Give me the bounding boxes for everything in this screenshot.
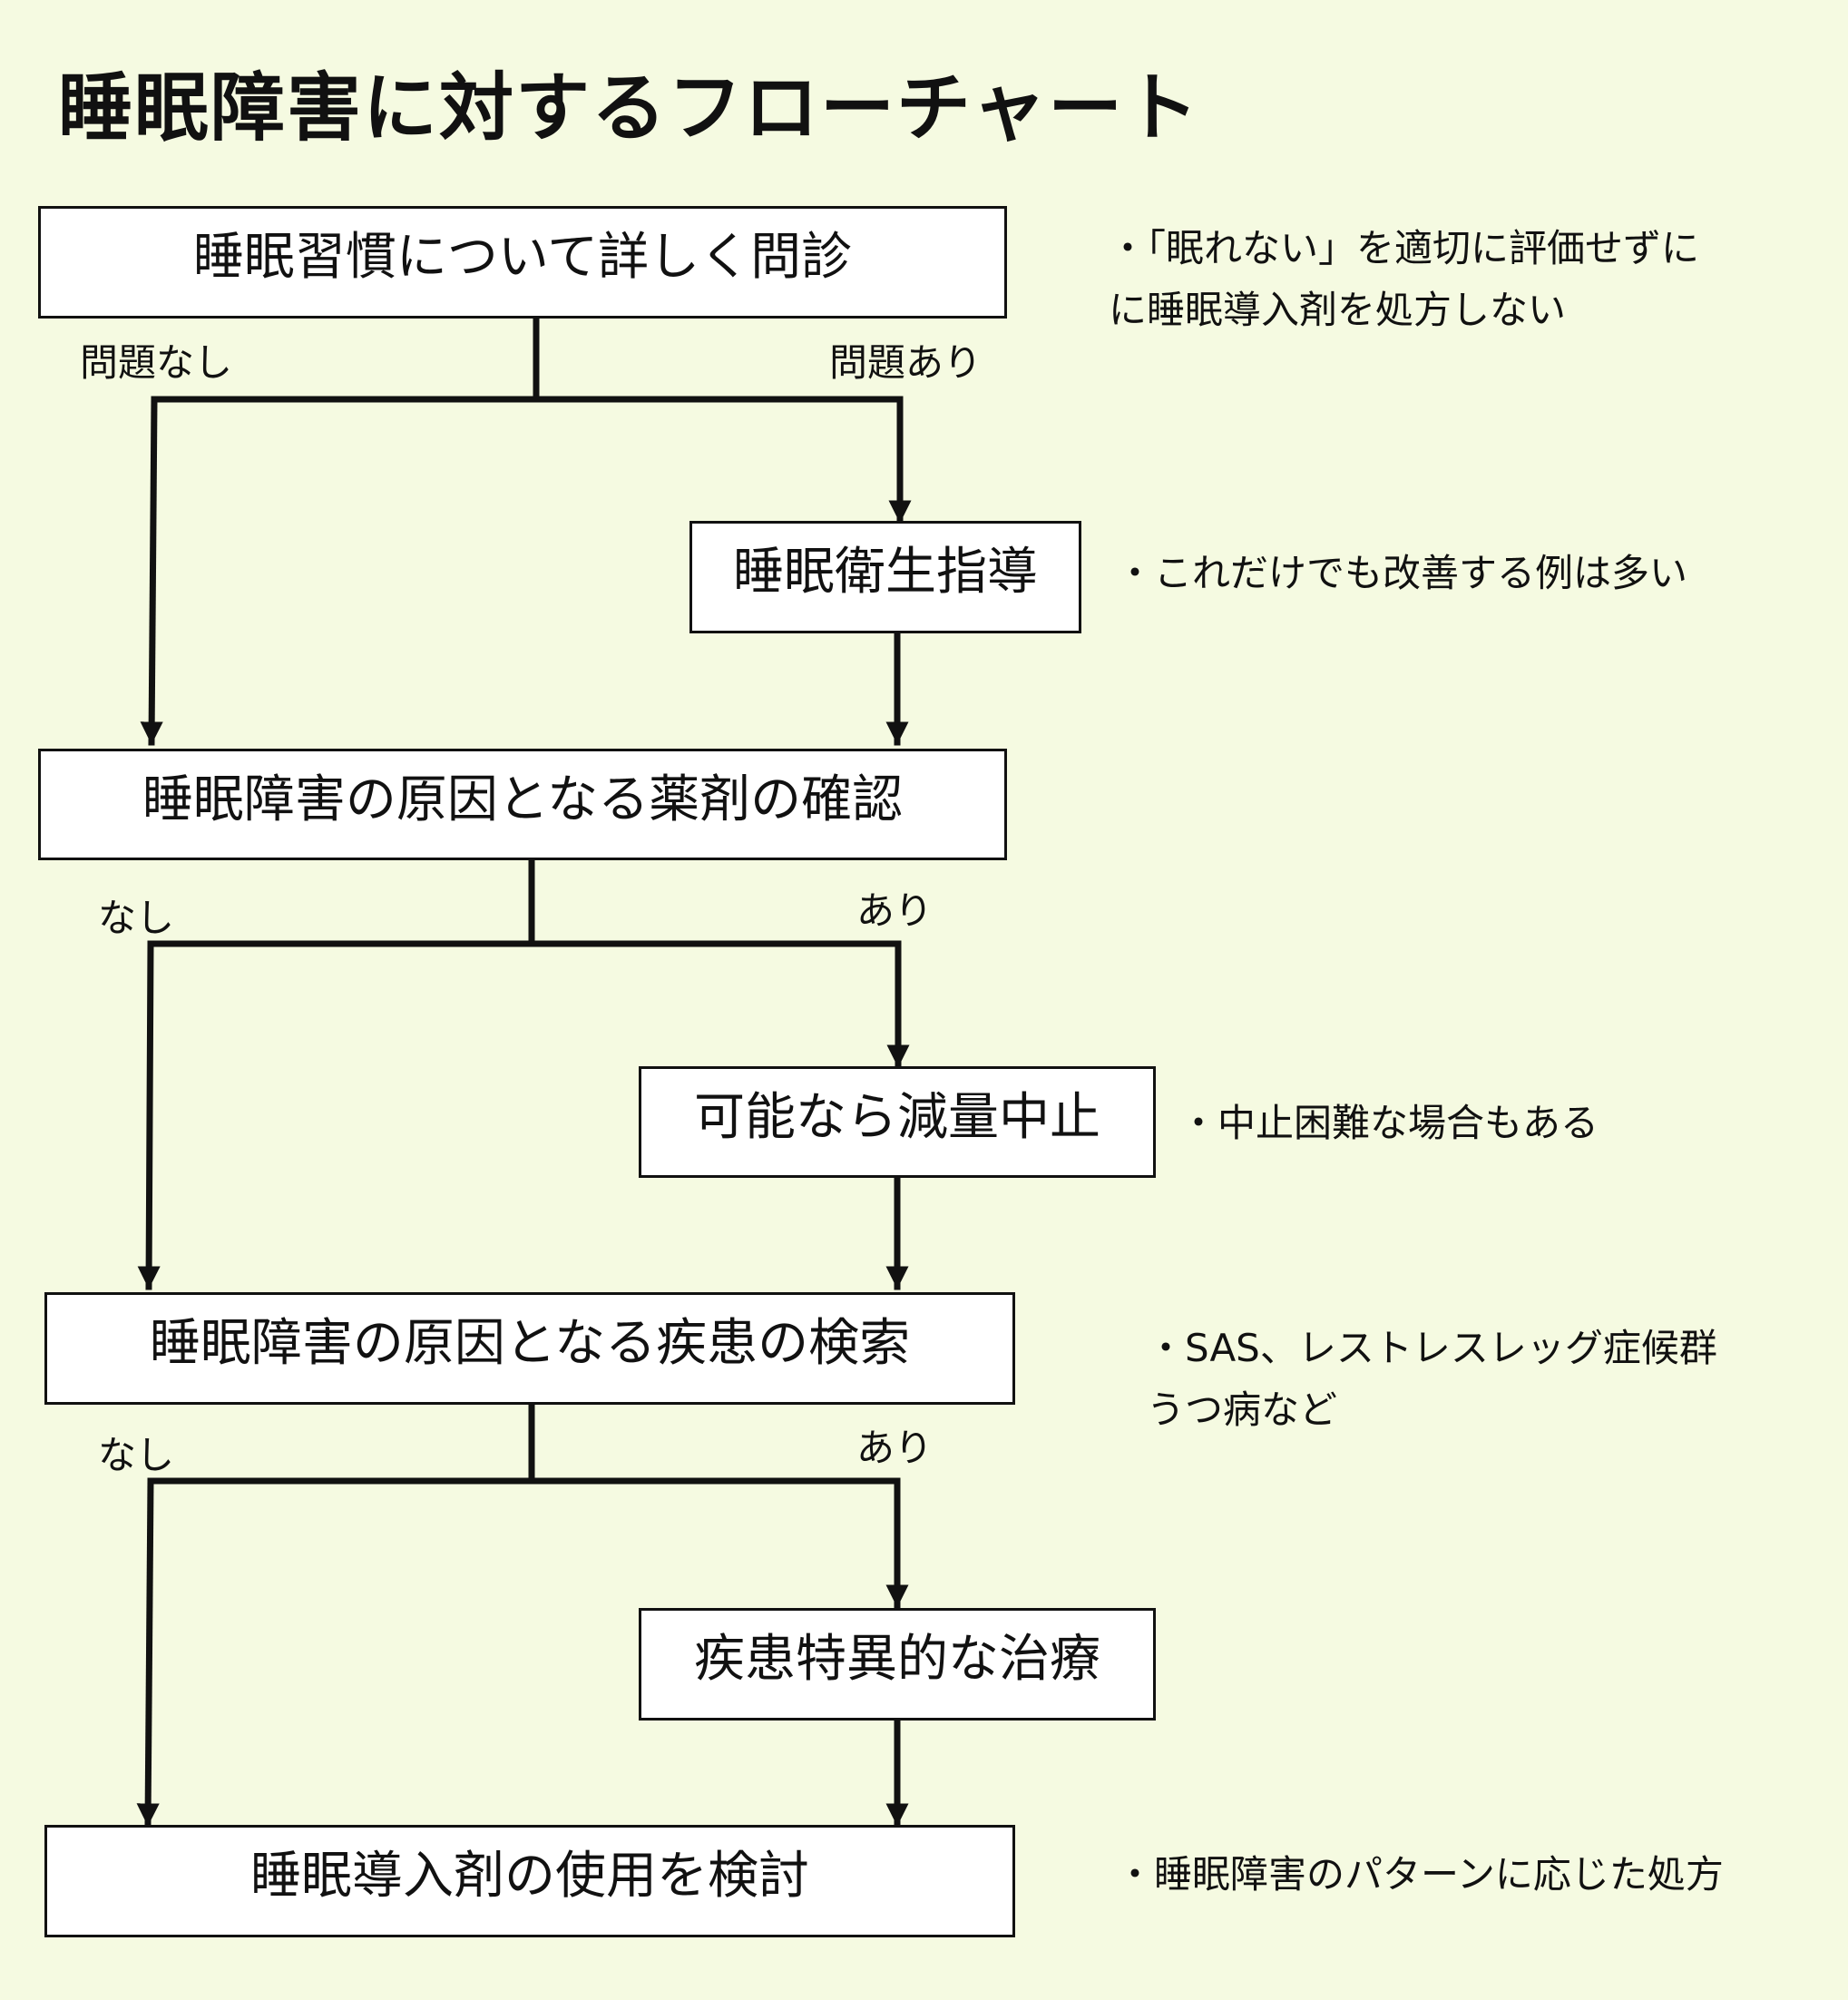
note-interview-line-2: に睡眠導入剤を処方しない [1109, 288, 1567, 332]
branch-label-drug-none: なし [98, 896, 175, 940]
branch-label-no-problem: 問題なし [80, 340, 233, 385]
box-drug-check: 睡眠障害の原因となる薬剤の確認 [38, 749, 1007, 860]
note-reduce-line-1: ・中止困難な場合もある [1179, 1101, 1599, 1145]
branch-label-has-problem: 問題あり [829, 340, 983, 385]
branch-label-drug-present: あり [856, 888, 934, 933]
note-hygiene: ・これだけでも改善する例は多い [1116, 543, 1687, 604]
note-disease: ・SAS、レストレスレッグ症候群 うつ病など [1147, 1318, 1717, 1441]
page-title: 睡眠障害に対するフローチャート [58, 65, 1201, 152]
branch-label-disease-present: あり [856, 1426, 934, 1470]
note-hypnotic: ・睡眠障害のパターンに応じた処方 [1116, 1844, 1724, 1906]
arrow-drug-to-disease-search [137, 940, 161, 1290]
note-disease-line-1: ・SAS、レストレスレッグ症候群 [1147, 1326, 1717, 1370]
box-interview: 睡眠習慣について詳しく問診 [38, 206, 1007, 319]
box-disease-search: 睡眠障害の原因となる疾患の検索 [44, 1292, 1015, 1405]
box-hypnotic-consider: 睡眠導入剤の使用を検討 [44, 1825, 1015, 1937]
arrow-disease-to-hypnotic [136, 1477, 160, 1828]
note-hypnotic-line-1: ・睡眠障害のパターンに応じた処方 [1116, 1852, 1724, 1897]
box-disease-treatment: 疾患特異的な治療 [639, 1608, 1156, 1721]
note-disease-line-2: うつ病など [1147, 1387, 1338, 1432]
box-reduce-stop: 可能なら減量中止 [639, 1066, 1156, 1178]
box-sleep-hygiene: 睡眠衛生指導 [689, 521, 1081, 633]
branch-label-disease-none: なし [98, 1433, 175, 1477]
note-reduce: ・中止困難な場合もある [1179, 1093, 1599, 1154]
note-interview: ・「眠れない」を適切に評価せずに に睡眠導入剤を処方しない [1109, 218, 1699, 341]
note-interview-line-1: ・「眠れない」を適切に評価せずに [1109, 226, 1700, 270]
note-hygiene-line-1: ・これだけでも改善する例は多い [1116, 551, 1688, 595]
arrow-interview-to-drug-check [140, 396, 163, 746]
